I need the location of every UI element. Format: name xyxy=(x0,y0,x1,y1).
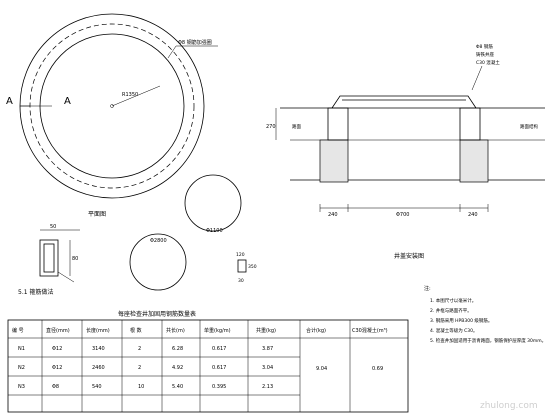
radius-label: R1350 xyxy=(122,92,138,98)
rebar-detail: 50 80 5.1 箍筋做法 xyxy=(18,224,80,296)
table-cell: 4.92 xyxy=(172,365,183,371)
table-cell: Φ12 xyxy=(52,346,62,352)
install-title: 井盖安装图 xyxy=(394,252,424,260)
table-header-cell: 合计(kg) xyxy=(306,327,326,334)
table-cell: 540 xyxy=(92,384,102,390)
install-callout-leader xyxy=(471,65,483,91)
notes-item-2: 2. 井框与路面齐平。 xyxy=(430,307,472,314)
notes-block: 注: 1. 本图尺寸以毫米计。 2. 井框与路面齐平。 3. 钢筋采用 HPB3… xyxy=(424,285,546,344)
install-side-right: 路面结构 xyxy=(520,123,538,130)
table-caption: 每座检查井加固用钢筋数量表 xyxy=(118,310,196,318)
install-concrete-left xyxy=(319,139,349,183)
install-concrete-right xyxy=(459,139,489,183)
rebar-table: 每座检查井加固用钢筋数量表 编 号 直径(mm) 长度(mm) 根 数 共长(m… xyxy=(7,310,409,413)
table-header-cell: 共重(kg) xyxy=(256,327,276,334)
watermark: zhulong.com xyxy=(480,401,538,411)
plan-view: A A Φ8 钢筋加强圈 R1350 平面图 xyxy=(6,13,218,218)
table-cell: 0.617 xyxy=(212,346,226,352)
install-frame xyxy=(331,95,477,109)
shape-bar-width: 30 xyxy=(238,278,244,284)
plan-callout-leader xyxy=(167,45,177,59)
table-cell: 3.87 xyxy=(262,346,273,352)
rebar-stirrup xyxy=(43,243,55,273)
table-header-cell: C30混凝土(m³) xyxy=(352,327,388,334)
install-collar-right xyxy=(459,107,481,141)
section-mark-right: A xyxy=(64,96,71,107)
notes-item-5: 5. 检查井加固适用于沥青路面，钢筋保护层厚度 30mm。 xyxy=(430,337,546,344)
install-collar-left xyxy=(327,107,349,141)
rebar-dim-side: 80 xyxy=(72,256,78,262)
install-dim-left: 240 xyxy=(328,212,338,218)
table-cell: 0.395 xyxy=(212,384,226,390)
install-callout-3: C30 混凝土 xyxy=(476,59,500,66)
shape-n1-circle xyxy=(129,233,187,291)
rebar-detail-title: 5.1 箍筋做法 xyxy=(18,288,53,296)
table-header-cell: 长度(mm) xyxy=(86,327,110,334)
table-cell: 5.40 xyxy=(172,384,183,390)
table-header-cell: 根 数 xyxy=(130,327,142,334)
section-mark-left: A xyxy=(6,96,13,107)
table-header-cell: 共长(m) xyxy=(166,327,185,334)
table-cell: 10 xyxy=(138,384,144,390)
table-concrete: 0.69 xyxy=(372,366,383,372)
shape-big-circle-label: Φ2800 xyxy=(150,238,167,244)
shape-bar-top: 120 xyxy=(236,252,245,258)
table-cell: N2 xyxy=(18,365,25,371)
rebar-dim-top: 50 xyxy=(50,224,56,230)
table-cell: Φ12 xyxy=(52,365,62,371)
notes-title: 注: xyxy=(424,285,431,292)
table-cell: N3 xyxy=(18,384,25,390)
install-dim-right: 240 xyxy=(468,212,478,218)
ring-callout: Φ8 钢筋加强圈 xyxy=(178,39,212,46)
table-cell: 2 xyxy=(138,365,141,371)
install-dim-center: Φ700 xyxy=(396,212,409,218)
notes-item-3: 3. 钢筋采用 HPB300 级钢筋。 xyxy=(430,317,492,324)
table-cell: Φ8 xyxy=(52,384,59,390)
table-cell: 0.617 xyxy=(212,365,226,371)
rebar-section xyxy=(39,239,59,277)
table-header-cell: 编 号 xyxy=(12,327,24,334)
plan-radius-line xyxy=(111,85,161,107)
notes-item-4: 4. 混凝土等级为 C30。 xyxy=(430,327,478,334)
rebar-shapes: Φ2800 Φ1100 120 350 30 xyxy=(129,174,257,291)
shape-small-circle-label: Φ1100 xyxy=(206,228,223,234)
notes-item-1: 1. 本图尺寸以毫米计。 xyxy=(430,297,476,304)
install-callout-2: 铸铁井座 xyxy=(476,51,494,58)
plan-center-mark xyxy=(110,104,114,108)
table-cell: 3140 xyxy=(92,346,105,352)
table-total: 9.04 xyxy=(316,366,327,372)
install-section: Φ8 钢筋 铸铁井座 C30 混凝土 路面 路面结构 240 Φ700 240 … xyxy=(266,43,545,260)
table-cell: N1 xyxy=(18,346,25,352)
shape-bar-height: 350 xyxy=(248,264,257,270)
plan-title: 平面图 xyxy=(88,211,106,218)
table-header-cell: 直径(mm) xyxy=(46,327,70,334)
table-cell: 6.28 xyxy=(172,346,183,352)
table-cell: 2 xyxy=(138,346,141,352)
install-side-left: 路面 xyxy=(292,123,301,130)
table-cell: 3.04 xyxy=(262,365,273,371)
table-frame xyxy=(7,319,409,413)
rebar-leader xyxy=(57,271,75,283)
shape-n2-circle xyxy=(184,174,242,232)
table-cell: 2460 xyxy=(92,365,105,371)
table-header-cell: 单重(kg/m) xyxy=(204,327,231,334)
install-callout-1: Φ8 钢筋 xyxy=(476,43,493,50)
shape-n3-bar xyxy=(237,259,247,273)
install-dim-height: 270 xyxy=(266,124,276,130)
table-cell: 2.13 xyxy=(262,384,273,390)
